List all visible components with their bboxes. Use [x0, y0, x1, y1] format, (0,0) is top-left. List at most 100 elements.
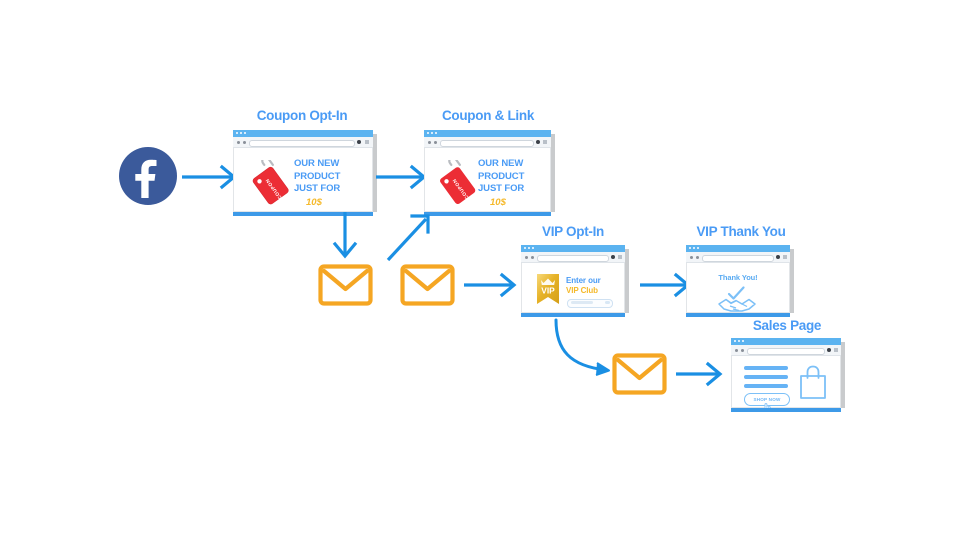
- crown-icon: [541, 278, 555, 285]
- arrow-email-up-to-link: [386, 214, 430, 262]
- window-dots-icon: [689, 247, 699, 249]
- envelope-icon: [612, 353, 667, 395]
- window-footer: [521, 313, 625, 317]
- window-titlebar: [233, 130, 373, 137]
- window-shadow: [551, 134, 555, 212]
- menu-icon[interactable]: [783, 255, 787, 259]
- window-footer: [731, 408, 841, 412]
- menu-icon[interactable]: [543, 140, 547, 144]
- coupon-line-2: PRODUCT: [478, 170, 525, 182]
- back-dot-icon[interactable]: [237, 140, 240, 144]
- window-toolbar: [233, 137, 373, 148]
- settings-dot-icon[interactable]: [357, 140, 361, 144]
- coupon-line-3: JUST FOR: [478, 183, 525, 194]
- coupon-tag-icon: COUPON: [436, 156, 476, 205]
- envelope-icon: [318, 264, 373, 306]
- forward-dot-icon[interactable]: [531, 255, 534, 259]
- thank-you-message: Thank You!: [718, 273, 758, 282]
- hand-pointer-icon: [764, 403, 771, 408]
- menu-icon[interactable]: [365, 140, 369, 144]
- address-bar[interactable]: [747, 347, 825, 355]
- coupon-line-1: OUR NEW: [294, 158, 340, 169]
- window-coupon-opt-in[interactable]: COUPON OUR NEW PRODUCT JUST FOR 10$: [233, 130, 377, 216]
- window-content-vip: VIP Enter our VIP Club: [521, 263, 625, 313]
- coupon-tag-svg: COUPON: [440, 156, 476, 205]
- input-placeholder-bar: [571, 301, 593, 304]
- window-content-coupon: COUPON OUR NEW PRODUCT JUST FOR 10$: [233, 148, 373, 212]
- forward-dot-icon[interactable]: [696, 255, 699, 259]
- address-bar[interactable]: [702, 254, 774, 262]
- window-dots-icon: [236, 132, 246, 134]
- menu-icon[interactable]: [618, 255, 622, 259]
- step-title-sales-page: Sales Page: [752, 318, 822, 333]
- window-shadow: [790, 249, 794, 313]
- forward-dot-icon[interactable]: [741, 348, 744, 352]
- window-footer: [233, 212, 373, 216]
- arrow-email2-to-vip: [464, 272, 517, 298]
- window-dots-icon: [427, 132, 437, 134]
- settings-dot-icon[interactable]: [611, 255, 615, 259]
- address-bar[interactable]: [440, 139, 534, 147]
- coupon-copy: OUR NEW PRODUCT JUST FOR 10$: [294, 158, 364, 209]
- step-title-vip-opt-in: VIP Opt-In: [541, 224, 604, 239]
- envelope-icon: [400, 264, 455, 306]
- back-dot-icon[interactable]: [690, 255, 693, 259]
- coupon-line-2: PRODUCT: [294, 170, 341, 182]
- envelope-after-coupon-optin[interactable]: [318, 264, 373, 311]
- window-titlebar: [424, 130, 551, 137]
- facebook-f-icon: [135, 159, 157, 198]
- window-content-sales: SHOP NOW: [731, 356, 841, 408]
- handshake-check-icon: [716, 285, 758, 313]
- menu-icon[interactable]: [834, 348, 838, 352]
- facebook-logo[interactable]: [119, 147, 177, 205]
- handshake-check-svg: [718, 286, 756, 312]
- window-footer: [424, 212, 551, 216]
- coupon-line-3: JUST FOR: [294, 183, 341, 194]
- back-dot-icon[interactable]: [735, 348, 738, 352]
- settings-dot-icon[interactable]: [776, 255, 780, 259]
- forward-dot-icon[interactable]: [243, 140, 246, 144]
- address-bar[interactable]: [537, 254, 609, 262]
- coupon-tag-icon: COUPON: [249, 156, 289, 205]
- window-titlebar: [731, 338, 841, 345]
- back-dot-icon[interactable]: [428, 140, 431, 144]
- window-toolbar: [521, 252, 625, 263]
- forward-dot-icon[interactable]: [434, 140, 437, 144]
- back-dot-icon[interactable]: [525, 255, 528, 259]
- address-bar[interactable]: [249, 139, 355, 147]
- coupon-copy: OUR NEW PRODUCT JUST FOR 10$: [478, 158, 548, 209]
- step-title-coupon-opt-in: Coupon Opt-In: [256, 108, 348, 123]
- coupon-price: 10$: [490, 196, 506, 208]
- vip-badge-svg: VIP: [537, 274, 559, 304]
- window-content-coupon-link: COUPON OUR NEW PRODUCT JUST FOR 10$: [424, 148, 551, 212]
- settings-dot-icon[interactable]: [536, 140, 540, 144]
- vip-subheading: VIP Club: [566, 286, 598, 295]
- window-coupon-and-link[interactable]: COUPON OUR NEW PRODUCT JUST FOR 10$: [424, 130, 555, 216]
- step-title-vip-thank-you: VIP Thank You: [696, 224, 786, 239]
- window-vip-thank-you[interactable]: Thank You!: [686, 245, 794, 317]
- window-footer: [686, 313, 790, 317]
- coupon-price: 10$: [306, 196, 322, 208]
- arrow-email3-to-sales: [676, 361, 723, 387]
- envelope-to-vip-optin[interactable]: [400, 264, 455, 311]
- content-bar-1: [744, 366, 788, 370]
- window-sales-page[interactable]: SHOP NOW: [731, 338, 845, 412]
- window-toolbar: [424, 137, 551, 148]
- window-titlebar: [686, 245, 790, 252]
- window-toolbar: [686, 252, 790, 263]
- window-dots-icon: [524, 247, 534, 249]
- window-shadow: [841, 342, 845, 408]
- window-content-thankyou: Thank You!: [686, 263, 790, 313]
- content-bar-3: [744, 384, 788, 388]
- vip-badge-label: VIP: [541, 286, 555, 296]
- step-title-coupon-and-link: Coupon & Link: [441, 108, 535, 123]
- envelope-to-sales-page[interactable]: [612, 353, 667, 400]
- vip-copy: Enter our VIP Club: [566, 276, 601, 296]
- vip-email-input[interactable]: [567, 299, 613, 308]
- arrow-coupon-down-to-email: [332, 212, 358, 259]
- settings-dot-icon[interactable]: [827, 348, 831, 352]
- window-shadow: [625, 249, 629, 313]
- coupon-line-1: OUR NEW: [478, 158, 524, 169]
- window-vip-opt-in[interactable]: VIP Enter our VIP Club: [521, 245, 629, 317]
